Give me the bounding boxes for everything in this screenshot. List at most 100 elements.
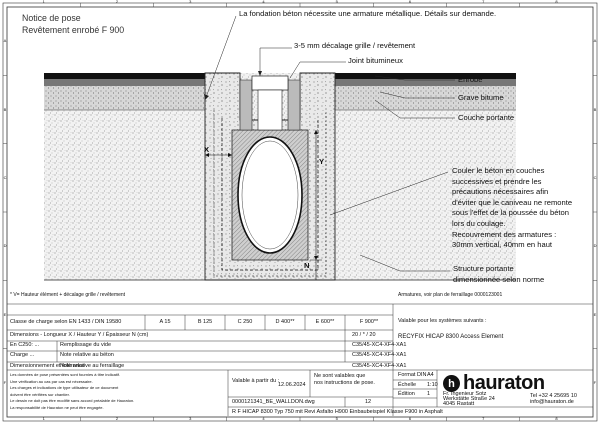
- load-class-cell: A 15: [159, 319, 171, 325]
- frame-row-label: C: [593, 174, 597, 180]
- frame-row-label: E: [593, 311, 597, 317]
- frame-column-label: 3: [189, 416, 192, 422]
- dimension-y: Y: [319, 157, 325, 166]
- frame-column-label: 4: [262, 416, 265, 422]
- grave-label: Grave bitume: [458, 93, 504, 102]
- valid-from-date: 12.06.2024: [278, 382, 306, 388]
- foundation-note: La fondation béton nécessite une armatur…: [239, 9, 497, 18]
- load-class-cell: D 400**: [275, 319, 295, 325]
- dimension-n: N: [304, 261, 310, 270]
- table-row-2-label: Charge ...: [10, 352, 35, 358]
- logo-wordmark: hauraton: [463, 372, 545, 394]
- table-row-2-value: C35/45-XC4-XF4-XA1: [352, 352, 407, 358]
- disclaimer-line: Une vérification au cas par cas est néce…: [10, 378, 93, 384]
- title-line-1: Notice de pose: [22, 13, 81, 23]
- title-line-2: Revêtement enrobé F 900: [22, 25, 125, 35]
- frame-column-label: 2: [115, 0, 119, 5]
- frame-row-label: E: [3, 311, 7, 317]
- valid-from-label: Valable à partir du :: [232, 378, 280, 384]
- offset-label: 3-5 mm décalage grille / revêtement: [294, 41, 416, 50]
- system-name: RECYFIX HICAP 8300 Access Element: [398, 334, 504, 340]
- table-row-1-mid: Remplissage du vide: [60, 342, 112, 348]
- frame-row-label: F: [3, 379, 7, 385]
- table-row-1-label: En C250: ...: [10, 342, 40, 348]
- frame-row-label: D: [593, 243, 597, 249]
- address-line-2: Werkstätte Straße 24: [443, 396, 495, 402]
- company-phone: Tel +32 4 25695 10: [530, 393, 577, 399]
- frame-column-label: 6: [408, 0, 412, 5]
- table-row-3-value: C35/45-XC4-XF4-XA1: [352, 363, 407, 369]
- drawing-title: R F HICAP 8300 Typ 750 mit Revi Asfalto …: [232, 409, 443, 415]
- frame-column-label: 7: [482, 0, 485, 5]
- table-row-3-label: Dimensionnement et tolérance: [10, 363, 85, 369]
- table-row-0-value: 20 / * / 20: [352, 332, 376, 338]
- table-row-1-value: C35/45-XC4-XF4-XA1: [352, 342, 407, 348]
- load-class-cell: C 250: [237, 319, 253, 325]
- structure-label-1: Structure portante: [453, 264, 514, 273]
- frame-row-label: C: [3, 174, 7, 180]
- concrete-note-line: Couler le béton en couches: [452, 166, 545, 175]
- table-row-3-mid: Note relative au ferraillage: [60, 363, 125, 369]
- edition-value: 1: [427, 391, 431, 397]
- frame-column-label: 7: [482, 416, 485, 422]
- concrete-note-line: précautions nécessaires afin: [452, 187, 549, 197]
- frame-column-label: 4: [262, 0, 265, 5]
- concrete-note-line: lors du coulage.: [452, 219, 506, 228]
- valid-for-label: Valable pour les systèmes suivants :: [398, 318, 487, 324]
- company-email: info@hauraton.de: [530, 399, 574, 405]
- frame-row-label: D: [3, 243, 7, 249]
- table-head-left: Classe de charge selon EN 1433 / DIN 195…: [10, 319, 122, 325]
- enrobe-label: Enrobé: [458, 75, 483, 84]
- frame-row-label: B: [3, 106, 7, 112]
- format-label: Format DIN: [398, 372, 427, 378]
- not-valid-line-1: Ne sont valables que: [314, 373, 366, 379]
- frame-row-label: A: [593, 38, 597, 44]
- scale-value: 1:10: [427, 382, 438, 388]
- load-class-cell: B 125: [197, 319, 213, 325]
- couche-label: Couche portante: [458, 113, 515, 122]
- structure-label-2: dimensionnée selon norme: [453, 275, 545, 284]
- concrete-note-line: Recouvrement des armatures :: [452, 229, 557, 239]
- frame-row-label: F: [593, 379, 597, 385]
- table-row-0-label: Dimensions - Longueur X / Hauteur Y / Ép…: [10, 332, 149, 338]
- concrete-note-line: 30mm vertical, 40mm en haut: [452, 240, 553, 250]
- frame-row-label: A: [3, 38, 7, 44]
- concrete-note-line: sous l'effet de la poussée du béton: [452, 208, 569, 218]
- scale-label: Échelle: [398, 382, 417, 388]
- frame-column-label: 6: [408, 416, 412, 422]
- table-row-2-mid: Note relative au béton: [60, 352, 114, 358]
- disclaimer-line: Les données de pose présentées sont four…: [10, 372, 121, 377]
- sheet-number: 12: [365, 399, 372, 405]
- disclaimer-line: Les charges et indications de type utili…: [10, 385, 119, 390]
- concrete-note-line: d'éviter que le caniveau ne remonte: [452, 197, 573, 207]
- format-value: A4: [427, 372, 434, 378]
- frame-column-label: 5: [335, 0, 338, 5]
- disclaimer-line: doivent être vérifiées sur chantier.: [10, 391, 70, 397]
- address-line-1: Fr. Ingenieur Sotz: [443, 391, 487, 397]
- frame-column-label: 5: [335, 416, 338, 422]
- disclaimer-line: La responsabilité de Hauraton ne peut êt…: [10, 404, 104, 410]
- edition-label: Édition: [398, 391, 415, 397]
- height-note: * V= Hauteur élément + décalage grille /…: [10, 292, 126, 298]
- drawing-number: 0000121341_BE_WALLDON.dwg: [232, 399, 315, 405]
- address-line-3: 4045 Rastatt: [443, 401, 475, 407]
- not-valid-line-2: nos instructions de pose.: [314, 380, 375, 386]
- frame-row-label: B: [593, 106, 597, 112]
- logo-mark-icon: h: [443, 375, 460, 392]
- frame-column-label: 8: [555, 0, 558, 5]
- frame-column-label: 1: [42, 416, 45, 422]
- frame-column-label: 2: [115, 416, 119, 422]
- load-class-cell: E 600**: [315, 319, 335, 325]
- disclaimer-line: Le dessin ne doit pas être modifié sans …: [10, 398, 135, 403]
- load-class-cell: F 900**: [359, 319, 379, 325]
- dimension-x: X: [204, 145, 210, 154]
- frame-column-label: 3: [189, 0, 192, 5]
- frame-column-label: 1: [42, 0, 45, 5]
- armature-note: Armatures, voir plan de ferraillage 0000…: [398, 292, 503, 298]
- frame-column-label: 8: [555, 416, 558, 422]
- concrete-note-line: successives et prendre les: [452, 176, 542, 186]
- hauraton-logo: h hauraton: [443, 372, 545, 395]
- joint-label: Joint bitumineux: [348, 56, 403, 65]
